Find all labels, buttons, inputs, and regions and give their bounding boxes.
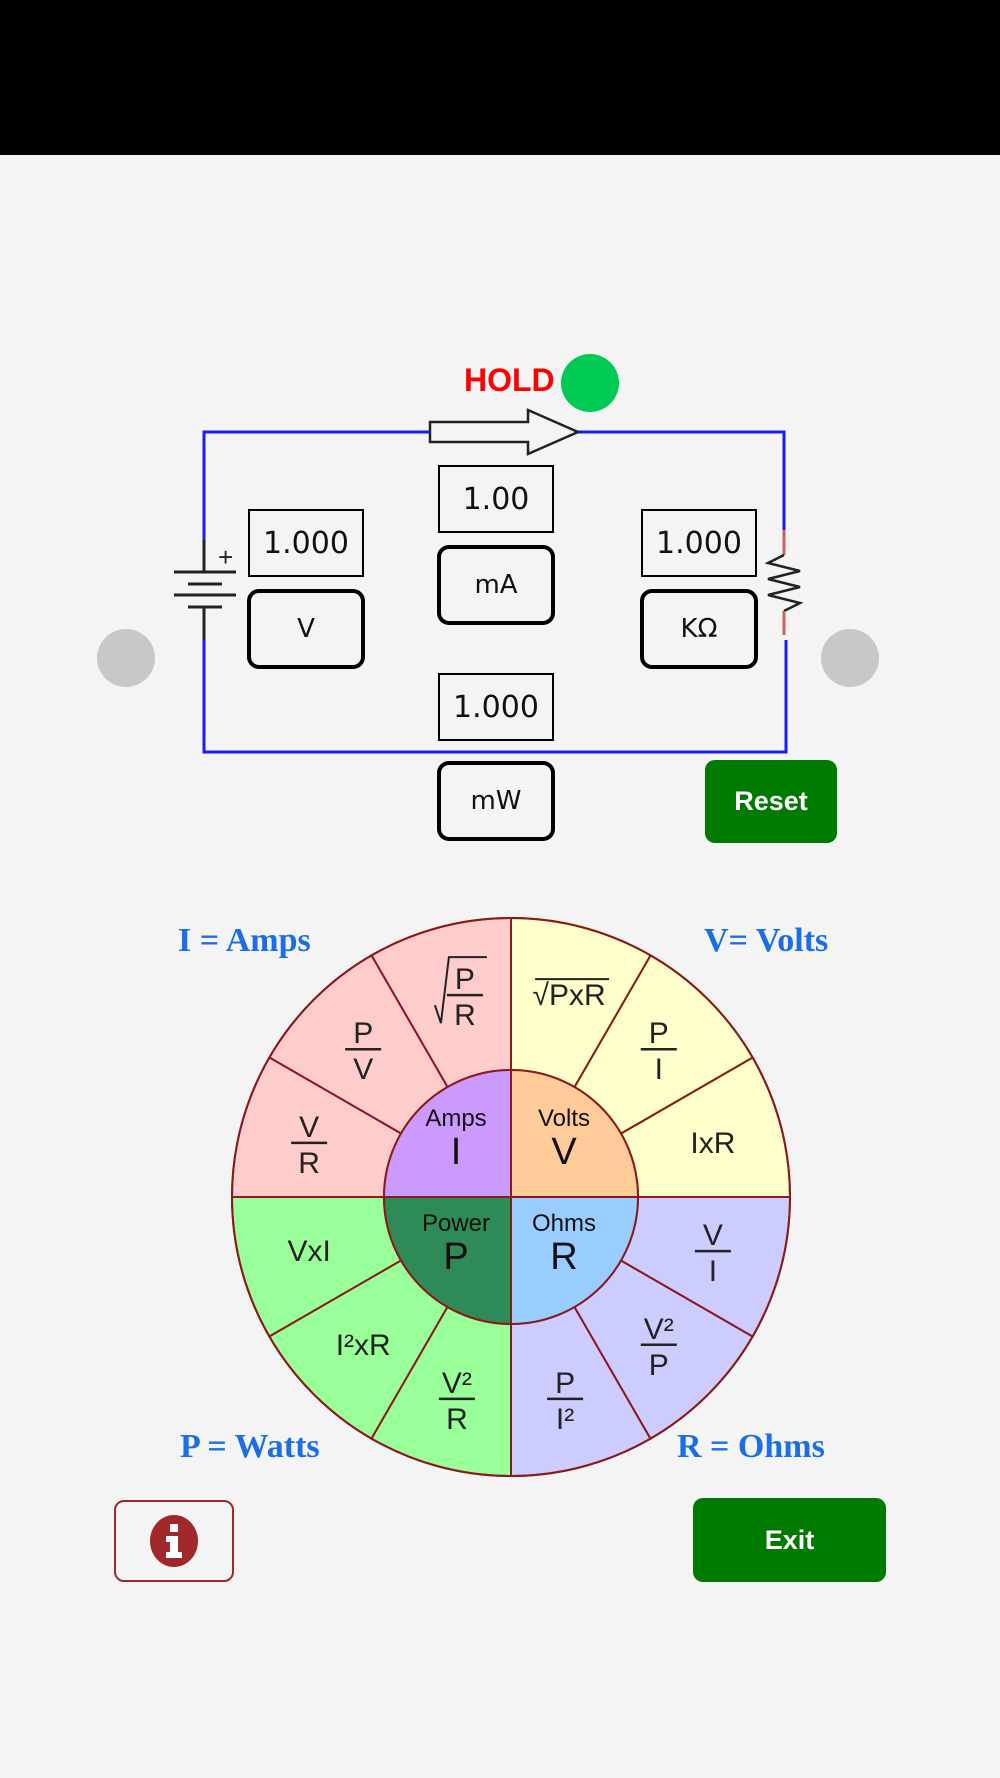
info-button[interactable] [114,1500,234,1582]
formula-text: V² [644,1313,674,1346]
center-sector-ohms [510,1196,640,1326]
formula-label: PI [640,1017,677,1086]
formula-label: IxR [690,1127,735,1160]
power-value: 1.000 [438,673,554,741]
formula-text: V [353,1053,373,1086]
ohms-legend: R = Ohms [677,1428,825,1465]
resistance-unit-button[interactable]: KΩ [640,589,758,669]
formula-label: VI [694,1219,731,1288]
formula-text: VxI [287,1235,330,1268]
formula-text: I [709,1255,717,1288]
formula-text: V [703,1219,723,1252]
formula-text: P [353,1017,373,1050]
info-icon [150,1515,198,1567]
formula-text: √PxR [533,979,606,1012]
center-symbol: V [551,1131,577,1173]
center-symbol: I [451,1131,462,1173]
formula-text: V [299,1111,319,1144]
center-name: Ohms [532,1210,596,1237]
formula-text: R [446,1403,468,1436]
center-sector-amps [382,1068,512,1198]
amps-legend: I = Amps [178,922,311,959]
formula-text: IxR [690,1127,735,1160]
formula-label: PV [345,1017,382,1086]
formula-text: R [298,1147,320,1180]
volts-legend: V= Volts [704,922,829,959]
voltage-unit-button[interactable]: V [247,589,365,669]
formula-text: I²xR [336,1329,391,1362]
formula-label: √PxR [533,978,610,1012]
current-unit-button[interactable]: mA [437,545,555,625]
formula-label: PI² [547,1367,584,1436]
center-name: Amps [425,1105,486,1132]
formula-text: V² [442,1367,472,1400]
formula-label: PR [433,956,487,1032]
formula-text: I [655,1053,663,1086]
current-value: 1.00 [438,465,554,533]
formula-label: V²P [640,1313,677,1382]
battery-polarity: + [218,542,233,572]
center-sector-volts [510,1068,640,1198]
voltage-value: 1.000 [248,509,364,577]
circuit-wire [202,430,788,754]
formula-label: VR [291,1111,328,1180]
battery-icon [174,540,236,640]
exit-button[interactable]: Exit [693,1498,886,1582]
hold-label: HOLD [464,362,555,398]
formula-label: I²xR [336,1329,391,1362]
power-unit-button[interactable]: mW [437,761,555,841]
resistance-slider-knob[interactable] [821,629,879,687]
formula-label: V²R [438,1367,475,1436]
formula-text: P [649,1349,669,1382]
status-bar [0,0,1000,155]
resistance-value: 1.000 [641,509,757,577]
center-symbol: R [550,1236,577,1278]
hold-indicator[interactable] [561,354,619,412]
resistor-icon [764,530,804,635]
watts-legend: P = Watts [180,1428,320,1465]
center-sector-power [382,1196,512,1326]
formula-text: P [649,1017,669,1050]
current-arrow-icon [428,408,582,456]
ohms-law-wheel: AmpsIVoltsVPowerPOhmsRVRPVPR√PxRPIIxRVIV… [230,916,792,1478]
circuit-diagram: + [174,408,804,754]
center-name: Volts [538,1105,590,1132]
sqrt-symbol [433,956,487,1024]
formula-text: I² [556,1403,574,1436]
formula-text: R [454,999,476,1032]
voltage-slider-knob[interactable] [97,629,155,687]
formula-label: VxI [287,1235,330,1268]
formula-text: P [555,1367,575,1400]
reset-button[interactable]: Reset [705,760,837,843]
formula-text: P [455,963,475,996]
center-name: Power [422,1210,490,1237]
center-symbol: P [443,1236,468,1278]
